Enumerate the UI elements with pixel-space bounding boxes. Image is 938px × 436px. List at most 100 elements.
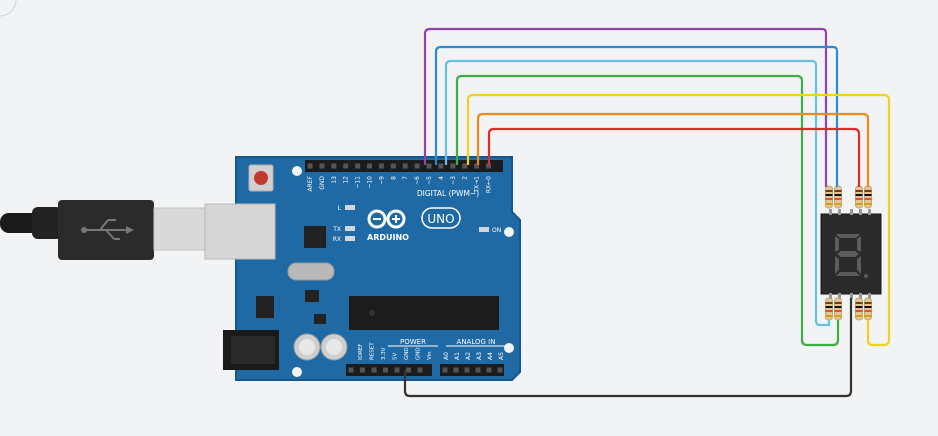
header-hole: [331, 163, 337, 169]
power-pin-label: 5V: [393, 353, 399, 360]
power-pin-label: Vin: [427, 351, 433, 360]
uno-badge: [421, 207, 461, 229]
digital-pin-label: 12: [343, 176, 350, 184]
wire-black[interactable]: [403, 298, 853, 398]
digital-pin-label: 7: [402, 176, 409, 180]
header-hole: [497, 367, 503, 373]
header-hole: [414, 163, 420, 169]
header-hole: [360, 367, 365, 373]
led-rx: [345, 236, 355, 241]
voltage-regulator: [256, 296, 274, 318]
wire-orange[interactable]: [476, 112, 870, 187]
power-pin-label: GND: [404, 347, 410, 360]
digital-pin-label: 13: [331, 176, 338, 184]
digital-pin-label: ~9: [378, 176, 385, 185]
header-hole: [417, 367, 423, 373]
digital-pin-label: 4: [438, 176, 445, 180]
digital-pin-label: TX→1: [474, 176, 481, 194]
header-hole: [442, 367, 448, 373]
usb-cable[interactable]: [0, 200, 207, 260]
analog-pin-label: A0: [443, 352, 450, 360]
header-hole: [450, 163, 456, 169]
header-hole: [474, 163, 480, 169]
power-pin-label: GND: [416, 347, 422, 360]
usb-plug-metal: [153, 207, 207, 251]
resistor: [834, 185, 842, 209]
model-label: UNO: [427, 212, 454, 226]
mounting-hole: [504, 343, 514, 353]
on-label: ON: [492, 227, 501, 234]
usb-b-jack: [204, 203, 276, 260]
display-bottom-pins: [829, 293, 871, 299]
mounting-hole: [292, 367, 302, 377]
wire-green[interactable]: [455, 74, 840, 347]
reset-button[interactable]: [254, 171, 268, 185]
header-hole: [486, 367, 492, 373]
header-hole: [371, 367, 377, 373]
led-l: [345, 205, 355, 210]
analog-pin-label: A3: [476, 352, 483, 360]
wire-blue[interactable]: [434, 45, 839, 187]
crystal-oscillator: [287, 262, 335, 281]
mounting-hole: [292, 166, 302, 176]
capacitor-top: [326, 339, 342, 355]
header-hole: [319, 163, 325, 169]
canvas-corner-marker: [0, 0, 17, 17]
led-label-rx: RX: [333, 236, 341, 243]
usb-cable-cord: [0, 213, 40, 233]
header-hole: [464, 367, 470, 373]
digital-pin-label: ~10: [367, 176, 374, 189]
mounting-hole: [504, 227, 514, 237]
header-hole: [367, 163, 372, 169]
small-ic: [305, 290, 319, 302]
power-label: POWER: [400, 338, 426, 346]
power-pin-label: 3.3V: [381, 347, 387, 360]
digital-pin-label: 2: [462, 176, 469, 180]
brand-label: ARDUINO: [367, 233, 409, 242]
header-hole: [390, 163, 396, 169]
capacitor-top: [299, 339, 315, 355]
seven-segment-display[interactable]: 8: [820, 209, 882, 299]
wire-yellow[interactable]: [466, 93, 891, 347]
header-hole: [307, 163, 313, 169]
analog-header: [440, 364, 504, 376]
header-hole: [406, 367, 411, 373]
header-hole: [486, 163, 491, 169]
led-label-tx: TX: [332, 226, 341, 233]
wire-lightblue[interactable]: [444, 59, 831, 327]
arduino-logo-icon: [367, 209, 406, 229]
analog-pin-label: A2: [465, 352, 472, 360]
digital-pin-label: AREF: [307, 175, 314, 191]
analog-label: ANALOG IN: [457, 338, 496, 346]
chip-notch: [369, 310, 375, 316]
analog-pin-label: A5: [498, 352, 505, 360]
resistor: [855, 297, 863, 321]
resistors: [825, 185, 872, 321]
digital-pin-label: ~5: [426, 176, 433, 185]
resistor: [825, 185, 833, 209]
resistor: [834, 297, 842, 321]
usb-cable-strain-relief: [32, 207, 62, 239]
header-hole: [438, 163, 444, 169]
header-hole: [402, 163, 408, 169]
header-hole: [343, 163, 349, 169]
led-on: [479, 227, 489, 232]
header-hole: [475, 367, 481, 373]
header-hole: [426, 163, 432, 169]
header-hole: [355, 163, 361, 169]
digital-header-holes: [307, 163, 491, 169]
digit-segments: [835, 234, 868, 278]
power-header: [346, 364, 432, 376]
display-body: [820, 213, 882, 295]
header-hole: [462, 163, 468, 169]
wire-purple[interactable]: [423, 27, 828, 187]
digital-pin-label: ~11: [355, 176, 362, 189]
analog-pin-label: A4: [487, 352, 494, 360]
digital-pin-label: ~6: [414, 176, 421, 185]
wire-red[interactable]: [487, 127, 861, 187]
display-top-pins: [829, 209, 871, 215]
